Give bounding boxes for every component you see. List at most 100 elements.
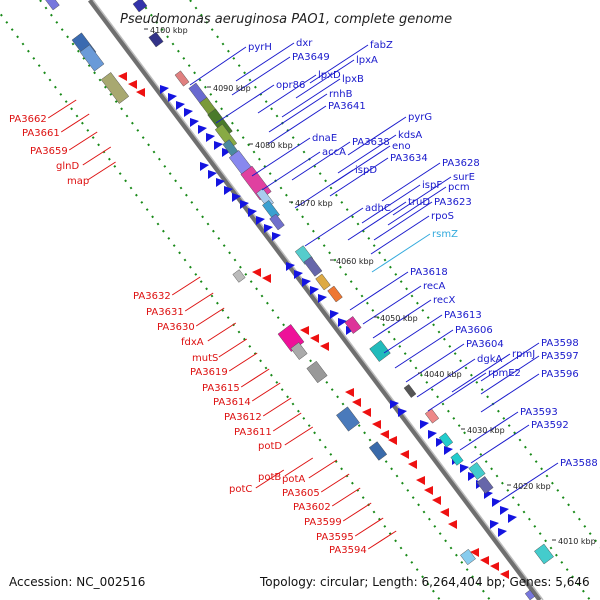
leader-line [218,338,248,358]
gene-feature-box [424,408,440,424]
gene-label-PA3599: PA3599 [304,517,342,528]
gene-feature-box [148,31,164,48]
forward-gene-arrow [208,170,217,179]
gene-label-PA3634: PA3634 [390,153,428,164]
gene-label-PA3618: PA3618 [410,267,448,278]
leader-line [370,215,430,255]
gene-feature-box [303,256,323,277]
tick-label: 4030 kbp [467,426,505,435]
reverse-gene-arrow [432,496,441,505]
gene-label-ispF: ispF [422,180,442,191]
leader-line [342,502,372,522]
leader-line [320,473,350,493]
leader-line [451,353,511,393]
reverse-gene-arrow [380,430,389,439]
reverse-gene-arrow [372,420,381,429]
forward-gene-arrow [318,294,327,303]
leader-line [349,271,409,311]
gene-label-PA3628: PA3628 [442,158,480,169]
reverse-gene-arrow [416,476,425,485]
gene-feature-box [44,0,60,11]
gene-label-PA3588: PA3588 [560,458,598,469]
gene-label-map: map [67,176,89,187]
reverse-gene-arrow [345,388,354,397]
gene-label-PA3604: PA3604 [466,339,504,350]
leader-line [480,342,540,382]
leader-line [427,372,487,412]
reverse-gene-arrow [320,342,329,351]
leader-line [372,299,432,339]
gene-label-potC: potC [229,484,252,495]
forward-gene-arrow [498,528,507,537]
leader-line [383,314,443,354]
forward-gene-arrow [200,162,209,171]
gene-feature-box [336,406,360,432]
gene-label-recA: recA [423,281,446,292]
gene-label-adhC: adhC [365,203,391,214]
gene-label-fabZ: fabZ [370,40,393,51]
leader-line [361,184,421,224]
forward-gene-arrow [190,118,199,127]
gene-label-glnD: glnD [56,161,79,172]
leader-line [262,397,292,417]
gene-feature-box [174,70,190,87]
reverse-gene-arrow [388,436,397,445]
gene-label-PA3602: PA3602 [293,502,331,513]
gene-label-lpxD: lpxD [318,70,341,81]
leader-line [47,99,77,119]
gene-label-rpmE2: rpmE2 [488,368,521,379]
gene-label-PA3596: PA3596 [541,369,579,380]
gene-label-PA3595: PA3595 [316,532,354,543]
leader-line [291,141,351,181]
forward-gene-arrow [240,200,249,209]
gene-feature-box [79,44,105,72]
leader-line [228,352,258,372]
reverse-gene-arrow [500,570,509,579]
leader-line [281,78,341,118]
tick-label: 4100 kbp [150,26,188,35]
forward-gene-arrow [224,186,233,195]
gene-feature-box [368,441,388,461]
gene-label-PA3641: PA3641 [328,101,366,112]
forward-gene-arrow [390,400,399,409]
gene-label-PA3592: PA3592 [531,420,569,431]
leader-line [251,137,311,177]
gene-features [44,0,554,600]
gene-label-PA3659: PA3659 [30,146,68,157]
gene-label-dxr: dxr [296,38,313,49]
leader-line [284,457,314,477]
forward-gene-arrow [286,262,295,271]
gene-label-rpmJ: rpmJ [512,349,535,360]
leader-line [367,530,397,550]
genome-backbone [88,0,542,600]
gene-label-fdxA: fdxA [181,337,204,348]
reverse-gene-arrow [310,334,319,343]
reverse-gene-arrow [400,450,409,459]
reverse-gene-arrow [136,88,145,97]
leader-line [267,105,327,145]
tick-label: 4010 kbp [558,537,596,546]
tick-label: 4080 kbp [255,141,293,150]
tick-label: 4020 kbp [513,482,551,491]
gene-feature-box [290,342,308,360]
gene-label-rnhB: rnhB [329,89,353,100]
leader-line [87,161,116,181]
gene-label-PA3615: PA3615 [202,383,240,394]
forward-gene-arrow [272,232,281,241]
gene-label-rpoS: rpoS [431,211,454,222]
gene-label-kdsA: kdsA [398,130,422,141]
reverse-gene-arrow [480,556,489,565]
gene-feature-box [468,462,486,480]
forward-gene-arrow [206,133,215,142]
tick-label: 4050 kbp [380,314,418,323]
gene-label-potD: potD [258,441,282,452]
forward-gene-arrow [330,310,339,319]
gene-label-pcm: pcm [448,182,470,193]
leader-line [354,517,384,537]
gene-feature-box [403,384,417,398]
gene-feature-box [232,269,246,283]
gene-label-rsmZ: rsmZ [432,229,458,240]
label-leader-lines [47,42,559,550]
